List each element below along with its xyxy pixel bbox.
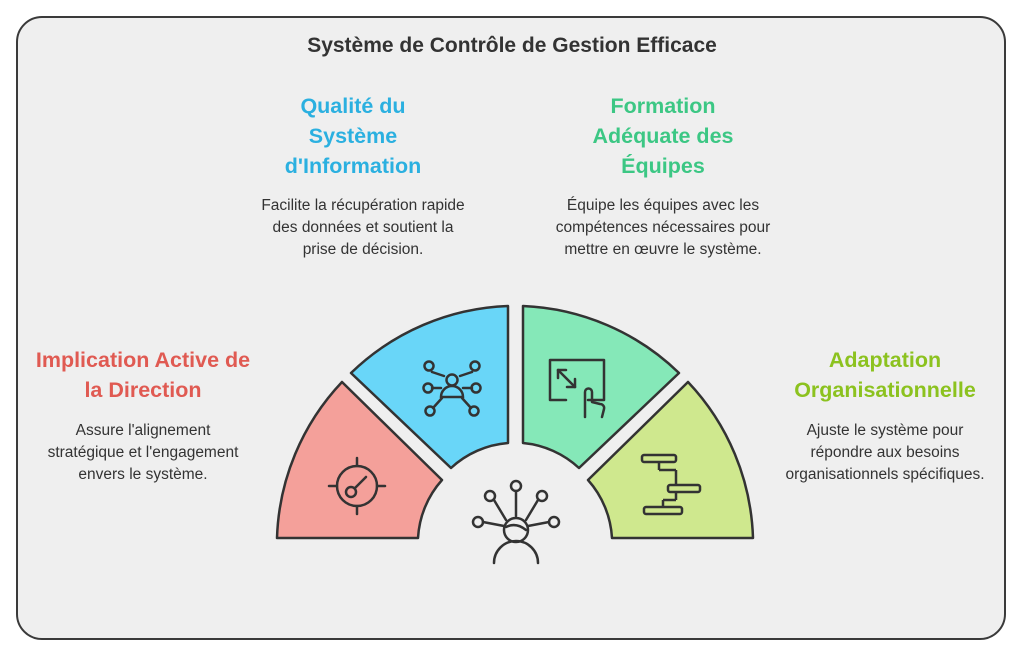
diagram-title: Système de Contrôle de Gestion Efficace: [307, 34, 717, 57]
desc-direction: Assure l'alignement stratégique et l'eng…: [47, 422, 239, 483]
person-network-icon: [471, 479, 561, 565]
network-user-icon: [422, 360, 482, 417]
segment-adapt: [586, 380, 755, 540]
heading-quality: Qualité du Système d'Information: [284, 94, 422, 178]
segment-direction: [275, 380, 444, 540]
desc-formation: Équipe les équipes avec les compétences …: [555, 197, 771, 258]
diagram-frame: [16, 16, 1006, 640]
segment-formation: [521, 304, 681, 470]
segment-quality: [349, 304, 510, 470]
desc-adapt: Ajuste le système pour répondre aux beso…: [785, 422, 985, 483]
heading-direction: Implication Active de la Direction: [35, 348, 251, 402]
desc-quality: Facilite la récupération rapide des donn…: [261, 197, 465, 258]
target-icon: [327, 456, 387, 516]
heading-adapt: Adaptation Organisationnelle: [794, 348, 976, 402]
heading-formation: Formation Adéquate des Équipes: [592, 94, 734, 178]
gantt-chart-icon: [640, 453, 702, 516]
touch-screen-icon: [548, 358, 606, 419]
